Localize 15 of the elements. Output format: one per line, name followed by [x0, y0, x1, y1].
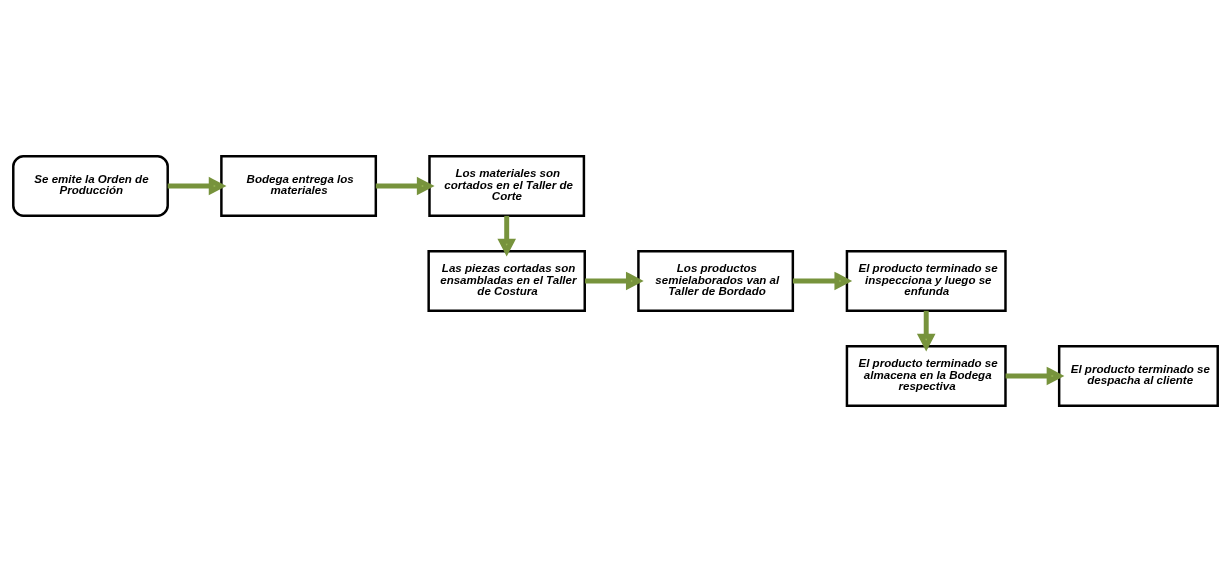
- node-box: Bodega entrega los materiales: [220, 154, 378, 217]
- arrow: [375, 176, 435, 195]
- arrow: [585, 271, 644, 290]
- node-box: Se emite la Orden de Producción: [12, 154, 169, 217]
- arrow: [792, 271, 853, 290]
- node-box: El producto terminado se inspecciona y luego se enfunda: [845, 249, 1007, 312]
- arrow: [167, 176, 227, 195]
- node-box: Los productos semielaborados van al Taller de Bordado: [637, 249, 795, 312]
- node-box: El producto terminado se despacha al cliente: [1057, 344, 1219, 407]
- arrow: [1005, 366, 1065, 385]
- arrow: [916, 310, 936, 351]
- node-box: El producto terminado se almacena en la Bodega respectiva: [845, 344, 1007, 407]
- node-box: Las piezas cortadas son ensambladas en el Taller de Costura: [427, 249, 586, 312]
- arrow: [497, 215, 516, 256]
- node-box: Los materiales son cortados en el Taller de Corte: [428, 154, 586, 217]
